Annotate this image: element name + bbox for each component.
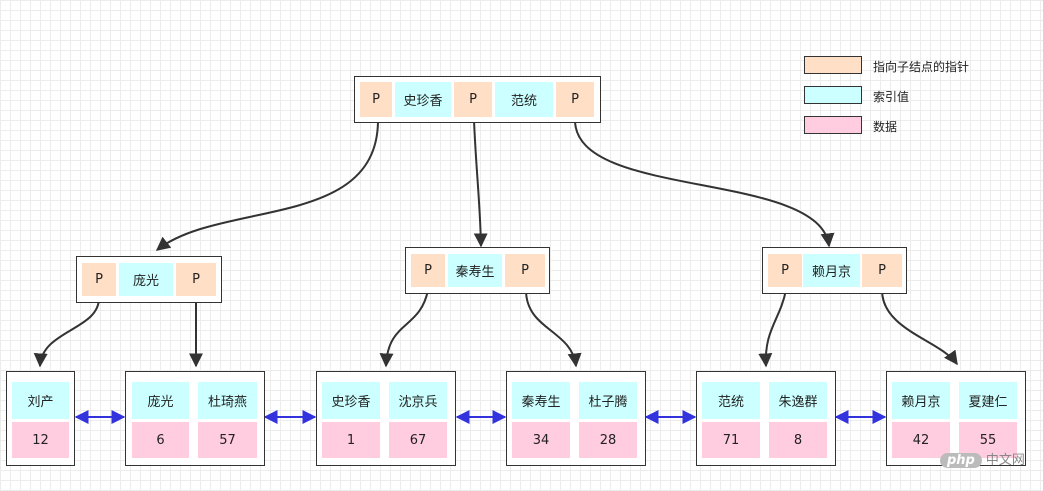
internal-1-pointer-left: P	[82, 263, 116, 296]
watermark-text: 中文网	[985, 453, 1025, 468]
leaf-2-key-1: 庞光	[132, 382, 189, 419]
leaf-node-6: 赖月京 夏建仁 42 55	[886, 371, 1026, 466]
leaf-node-4: 秦寿生 杜子腾 34 28	[506, 371, 646, 466]
internal-node-1: P 庞光 P	[76, 256, 222, 303]
leaf-5-key-1: 范统	[702, 382, 760, 419]
leaf-1-data-1: 12	[12, 422, 69, 458]
internal-3-pointer-left: P	[768, 254, 802, 287]
edge-internal3-to-leaf5	[758, 289, 787, 368]
leaf-4-data-2: 28	[579, 422, 637, 458]
edge-root-to-internal-1	[155, 119, 379, 251]
leaf-2-data-2: 57	[198, 422, 257, 458]
edge-internal2-to-leaf3	[379, 289, 429, 368]
leaf-5-data-2: 8	[769, 422, 827, 458]
leaf-2-key-2: 杜琦燕	[198, 382, 257, 419]
legend-pointer-swatch	[804, 56, 862, 74]
edge-internal3-to-leaf6	[881, 289, 958, 366]
internal-1-pointer-right: P	[176, 263, 216, 296]
leaf-3-data-2: 67	[389, 422, 447, 458]
edge-root-to-internal-3	[574, 119, 835, 248]
leaf-6-data-2: 55	[959, 422, 1017, 458]
root-pointer-1: P	[360, 82, 392, 117]
watermark-logo: php	[940, 453, 982, 468]
internal-3-key: 赖月京	[803, 254, 860, 287]
root-pointer-3: P	[556, 82, 594, 117]
leaf-4-data-1: 34	[512, 422, 570, 458]
leaf-4-key-2: 杜子腾	[579, 382, 637, 419]
leaf-2-data-1: 6	[132, 422, 189, 458]
leaf-1-key-1: 刘产	[12, 382, 69, 419]
legend-pointer-label: 指向子结点的指针	[873, 60, 970, 74]
internal-2-pointer-right: P	[505, 254, 545, 287]
edge-internal1-to-leaf1	[33, 297, 100, 368]
leaf-3-key-2: 沈京兵	[389, 382, 447, 419]
leaf-4-key-1: 秦寿生	[512, 382, 570, 419]
edge-root-to-internal-2	[473, 119, 488, 248]
internal-1-key: 庞光	[119, 263, 173, 296]
leaf-6-data-1: 42	[892, 422, 950, 458]
internal-node-2: P 秦寿生 P	[405, 247, 550, 294]
legend-key-swatch	[804, 86, 862, 104]
internal-3-pointer-right: P	[862, 254, 902, 287]
root-key-1: 史珍香	[395, 82, 451, 117]
internal-2-pointer-left: P	[411, 254, 445, 287]
leaf-6-key-2: 夏建仁	[959, 382, 1017, 419]
leaf-node-5: 范统 朱逸群 71 8	[696, 371, 836, 466]
root-node: P 史珍香 P 范统 P	[354, 76, 601, 123]
leaf-node-3: 史珍香 沈京兵 1 67	[316, 371, 456, 466]
leaf-5-data-1: 71	[702, 422, 760, 458]
root-key-2: 范统	[495, 82, 553, 117]
leaf-3-data-1: 1	[322, 422, 380, 458]
root-pointer-2: P	[454, 82, 492, 117]
leaf-6-key-1: 赖月京	[892, 382, 950, 419]
edge-internal2-to-leaf4	[525, 289, 582, 368]
leaf-node-1: 刘产 12	[6, 371, 75, 466]
leaf-5-key-2: 朱逸群	[769, 382, 827, 419]
legend-data-label: 数据	[873, 120, 898, 134]
leaf-node-2: 庞光 杜琦燕 6 57	[125, 371, 265, 466]
legend-key-label: 索引值	[873, 90, 910, 104]
legend-data-swatch	[804, 116, 862, 134]
internal-2-key: 秦寿生	[448, 254, 502, 287]
internal-node-3: P 赖月京 P	[762, 247, 907, 294]
leaf-3-key-1: 史珍香	[322, 382, 380, 419]
